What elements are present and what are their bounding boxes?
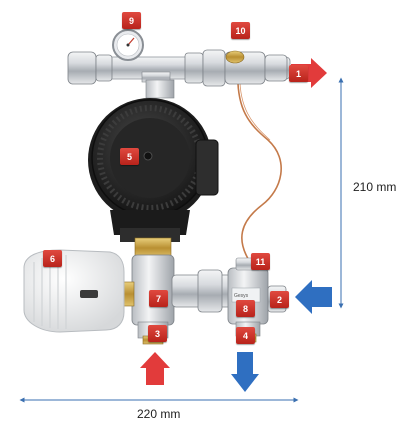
flow-arrow-in-bottom-left (140, 352, 170, 385)
thermostatic-head (23, 249, 125, 333)
pump-top-connector (145, 79, 175, 99)
badge-7: 7 (149, 290, 168, 307)
badge-5: 5 (120, 148, 139, 165)
width-dimension-label: 220 mm (137, 407, 181, 421)
valve-brand-marking: Gesys (234, 293, 249, 299)
badge-4: 4 (236, 327, 255, 344)
badge-1: 1 (289, 65, 308, 82)
badge-10: 10 (231, 22, 250, 39)
badge-3: 3 (148, 325, 167, 342)
top-manifold (67, 39, 291, 87)
flow-arrow-out-bottom-right (231, 352, 259, 392)
badge-8: 8 (236, 300, 255, 317)
circulation-pump (88, 98, 219, 242)
badge-6: 6 (43, 250, 62, 267)
flow-arrow-in-right (295, 280, 332, 314)
thermometer-gauge (112, 29, 144, 61)
badge-11: 11 (251, 253, 270, 270)
badge-9: 9 (122, 12, 141, 29)
height-dimension-label: 210 mm (353, 180, 397, 194)
badge-2: 2 (270, 291, 289, 308)
